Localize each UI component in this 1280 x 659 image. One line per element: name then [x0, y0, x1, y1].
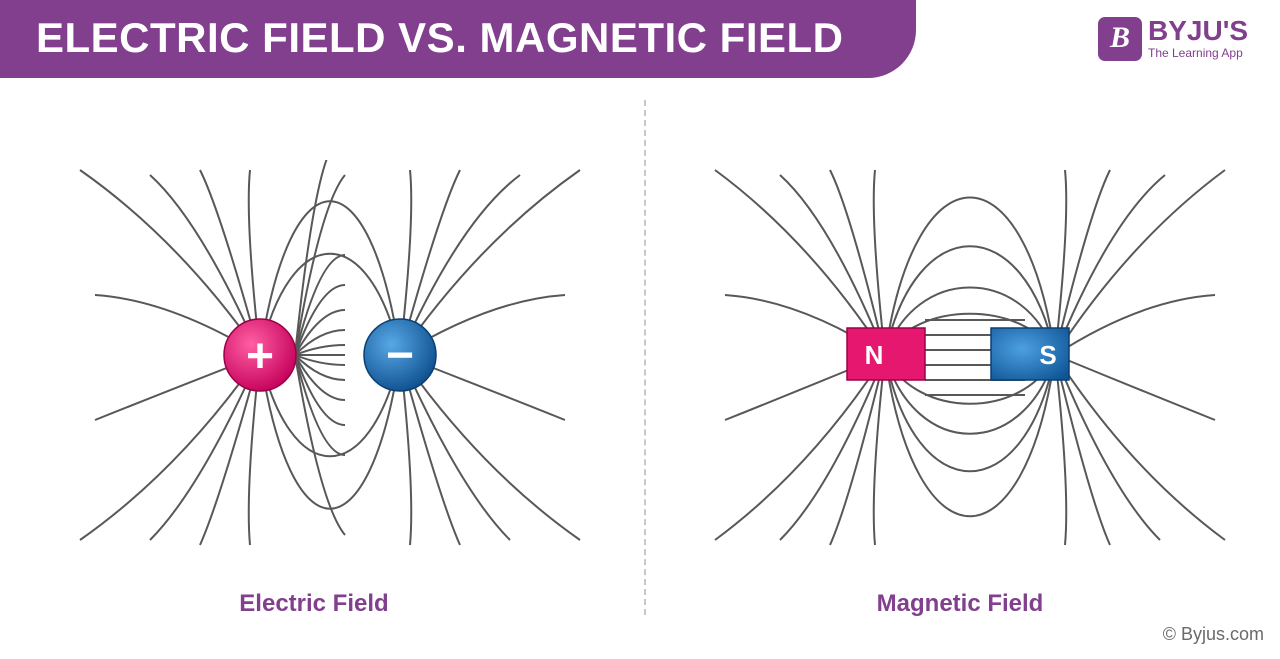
south-pole-label: S [1039, 340, 1056, 370]
positive-charge: + [223, 318, 297, 392]
page-title: ELECTRIC FIELD VS. MAGNETIC FIELD [36, 14, 844, 61]
north-pole-label: N [865, 340, 884, 370]
logo-name: BYJU'S [1148, 15, 1249, 46]
electric-field-caption: Electric Field [239, 590, 389, 617]
north-pole: N [846, 327, 926, 381]
copyright-credit: © Byjus.com [1162, 624, 1264, 644]
magnetic-field-lines [714, 169, 1226, 546]
byjus-logo: B BYJU'S The Learning App [1098, 15, 1268, 67]
negative-charge-symbol: − [386, 329, 414, 382]
magnetic-field-diagram: N S [714, 169, 1226, 546]
negative-charge: − [363, 318, 437, 392]
logo-tagline: The Learning App [1148, 46, 1243, 60]
title-banner: ELECTRIC FIELD VS. MAGNETIC FIELD [0, 0, 916, 78]
electric-field-lines [79, 160, 581, 546]
south-pole: S [990, 327, 1070, 381]
positive-charge-symbol: + [246, 330, 274, 383]
panel-divider [644, 100, 646, 615]
magnetic-field-caption: Magnetic Field [876, 590, 1044, 617]
logo-badge-icon: B [1098, 17, 1142, 61]
electric-field-diagram: + − [79, 160, 581, 546]
